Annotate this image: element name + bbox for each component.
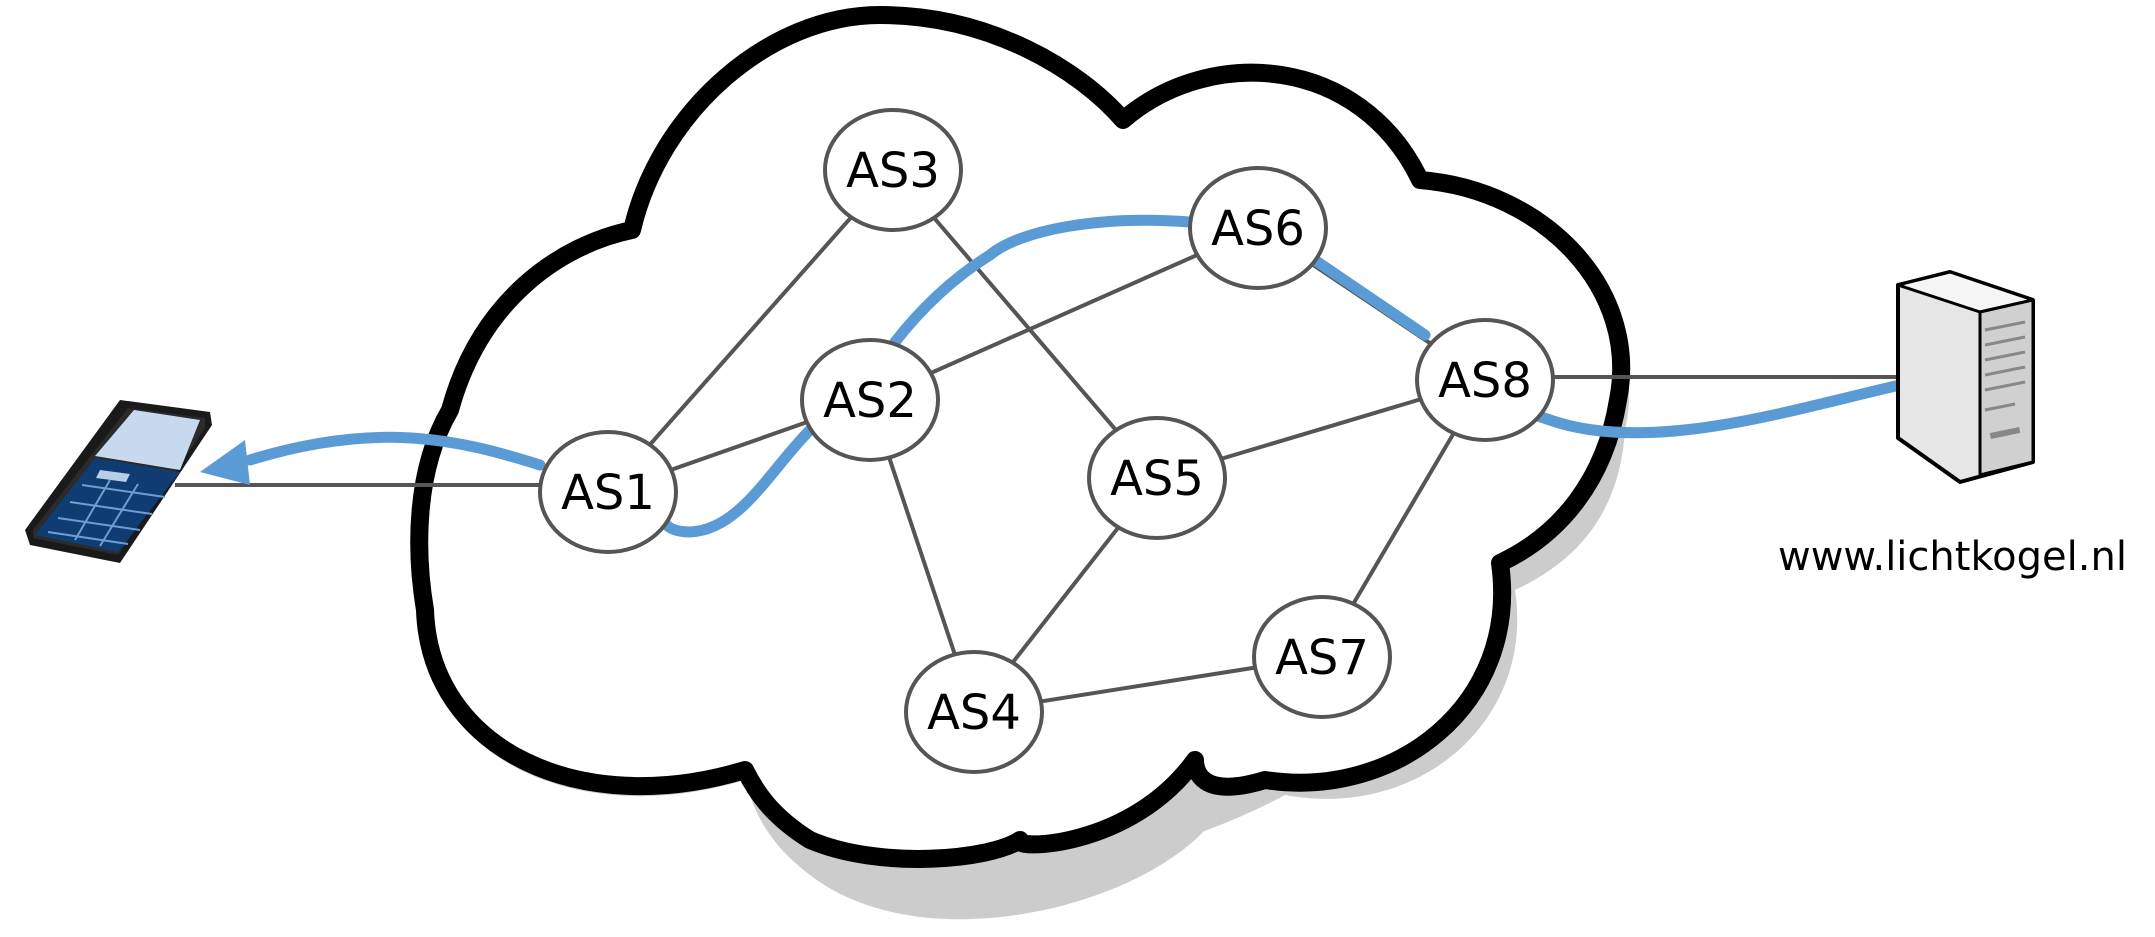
node-label: AS7 — [1275, 630, 1369, 686]
node-as6: AS6 — [1188, 166, 1328, 290]
node-ellipse — [1415, 318, 1555, 442]
node-label: AS3 — [846, 143, 940, 199]
node-ellipse — [1087, 416, 1227, 540]
node-ellipse — [1188, 166, 1328, 290]
node-as5: AS5 — [1087, 416, 1227, 540]
node-as4: AS4 — [904, 650, 1044, 774]
node-as3: AS3 — [823, 108, 963, 232]
node-ellipse — [1252, 595, 1392, 719]
mobile-phone-icon — [25, 400, 212, 563]
route-path-exit — [244, 431, 546, 471]
node-as1: AS1 — [538, 430, 678, 554]
route-path-core — [1294, 244, 1431, 341]
node-ellipse — [800, 338, 940, 462]
link-as2-as6 — [869, 226, 1259, 402]
node-as2: AS2 — [800, 338, 940, 462]
node-label: AS4 — [927, 685, 1021, 741]
route-path — [1529, 379, 1906, 439]
server-label: www.lichtkogel.nl — [1778, 534, 2127, 580]
node-label: AS6 — [1211, 201, 1305, 257]
node-label: AS8 — [1438, 353, 1532, 409]
node-label: AS1 — [561, 465, 655, 521]
node-label: AS2 — [823, 373, 917, 429]
route-path-local — [658, 424, 816, 538]
node-ellipse — [538, 430, 678, 554]
link-as1-as3 — [606, 168, 895, 494]
route-arrowhead — [200, 440, 250, 485]
node-as7: AS7 — [1252, 595, 1392, 719]
node-ellipse — [904, 650, 1044, 774]
link-as3-as5 — [891, 168, 1159, 480]
route-path-backbone — [889, 214, 1196, 348]
server-icon — [1896, 270, 2035, 484]
node-as8: AS8 — [1415, 318, 1555, 442]
node-ellipse — [823, 108, 963, 232]
node-label: AS5 — [1110, 451, 1204, 507]
